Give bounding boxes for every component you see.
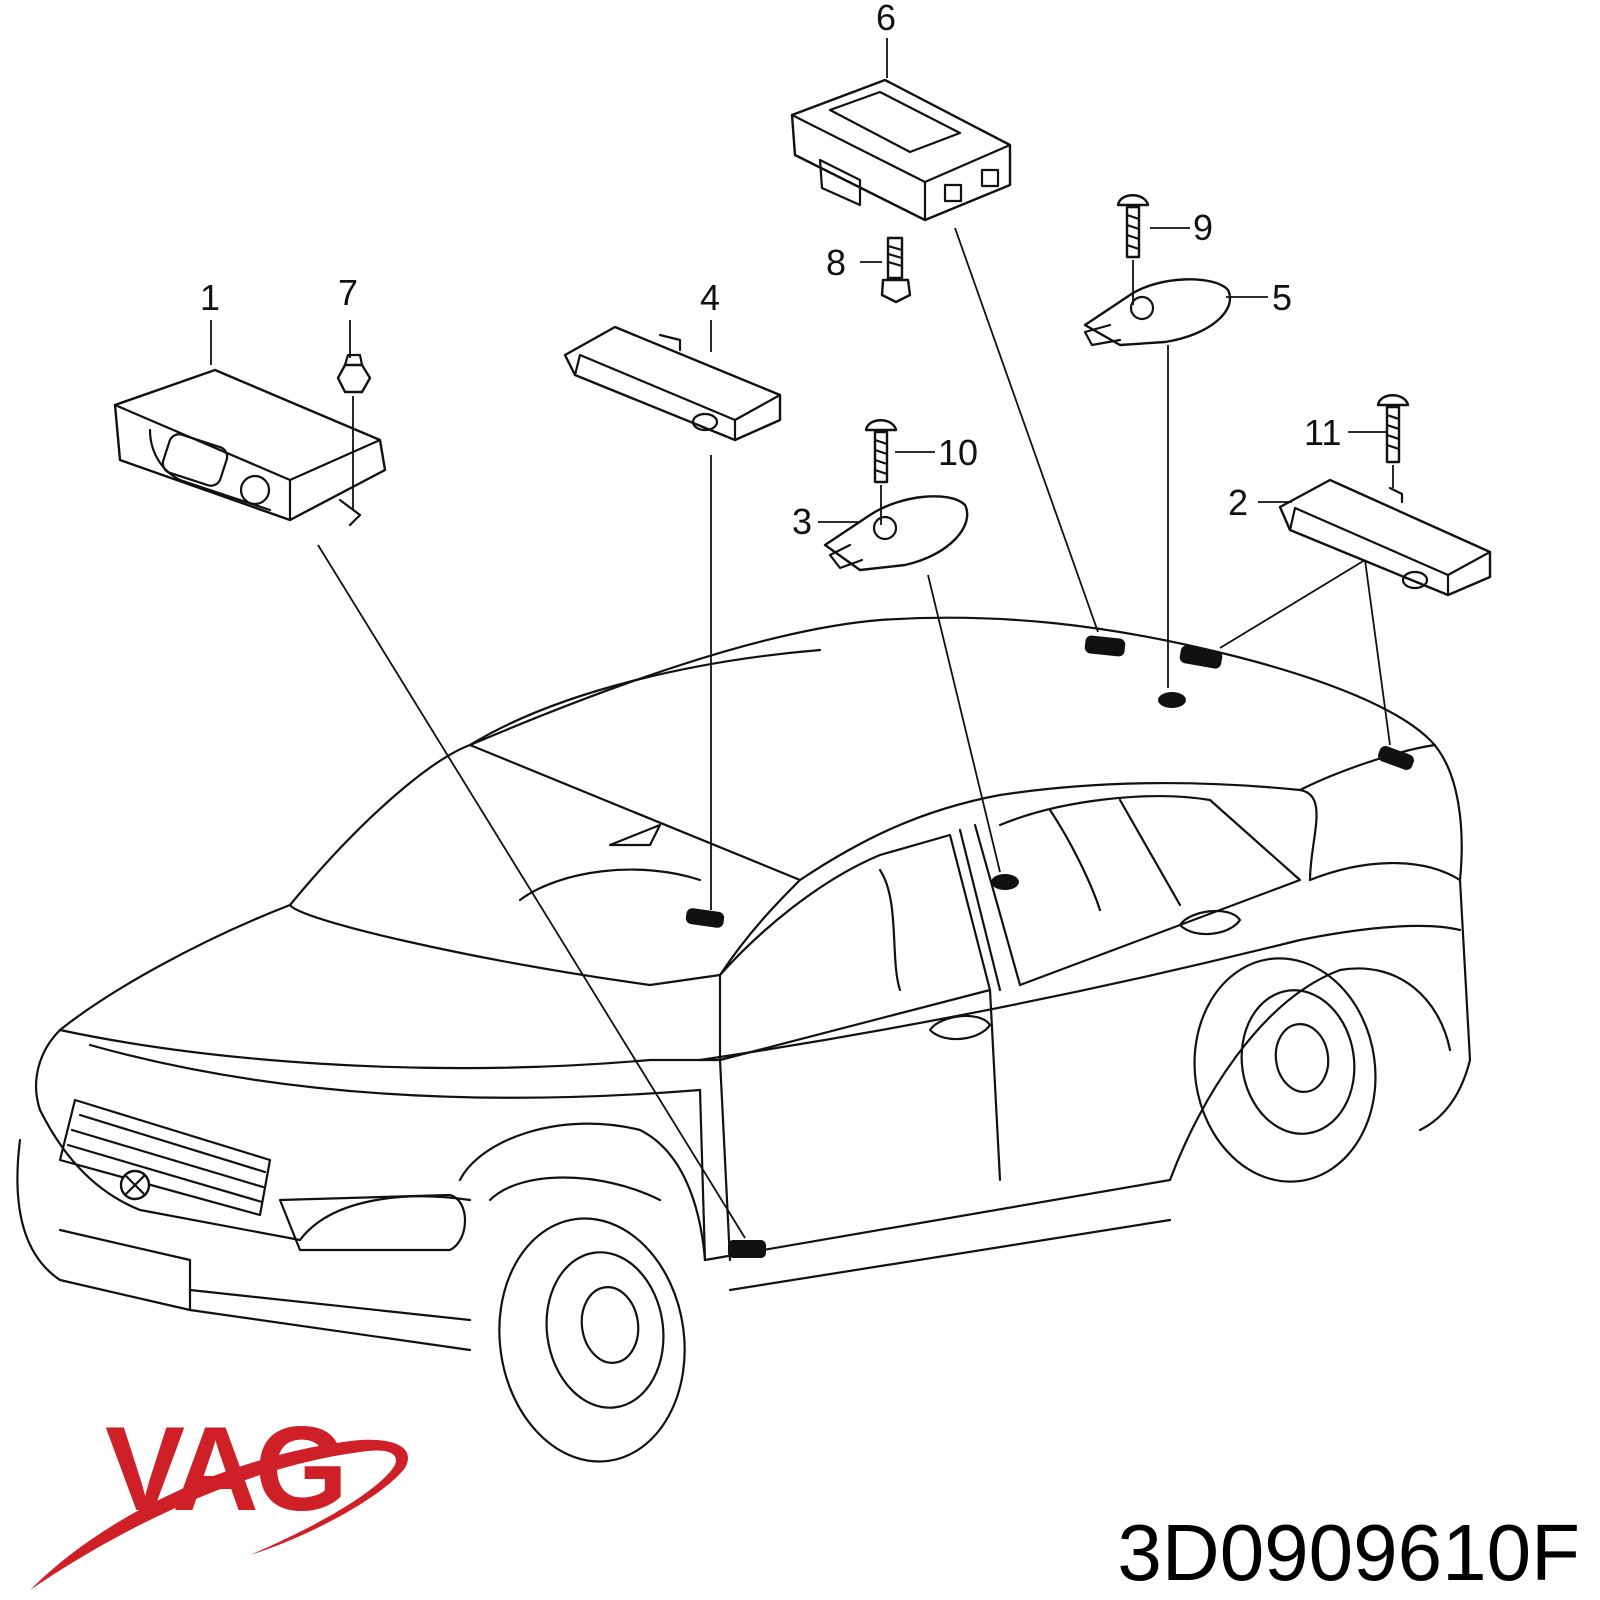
brand-name: VAG — [105, 1402, 344, 1536]
vag-logo: VAG — [30, 1402, 408, 1590]
part-4-antenna — [563, 325, 782, 442]
callout-3: 3 — [792, 501, 812, 542]
callout-labels: 1 2 3 4 5 6 7 8 9 10 11 — [200, 0, 1341, 542]
part-8-bolt — [880, 236, 912, 304]
callout-11: 11 — [1304, 412, 1341, 453]
part-10-screw — [864, 419, 898, 484]
part-9-screw — [1116, 194, 1150, 259]
part-2-antenna — [1278, 478, 1492, 597]
part-11-screw — [1376, 394, 1410, 464]
part-7-nut — [336, 353, 372, 394]
callout-4: 4 — [700, 277, 720, 318]
part-5-bracket — [1083, 278, 1232, 347]
car-illustration — [16, 616, 1472, 1463]
part-1-control-unit — [113, 368, 387, 527]
part-3-bracket — [823, 495, 969, 572]
callout-8: 8 — [826, 242, 846, 283]
callout-7: 7 — [338, 272, 358, 313]
callout-10: 10 — [938, 432, 978, 473]
callout-6: 6 — [876, 0, 896, 38]
callout-1: 1 — [200, 277, 220, 318]
callout-2: 2 — [1228, 482, 1248, 523]
part-6-control-unit — [790, 78, 1012, 222]
leader-lines — [210, 38, 1394, 1239]
part-number: 3D0909610F — [1117, 1508, 1580, 1597]
callout-5: 5 — [1272, 277, 1292, 318]
callout-9: 9 — [1193, 207, 1213, 248]
